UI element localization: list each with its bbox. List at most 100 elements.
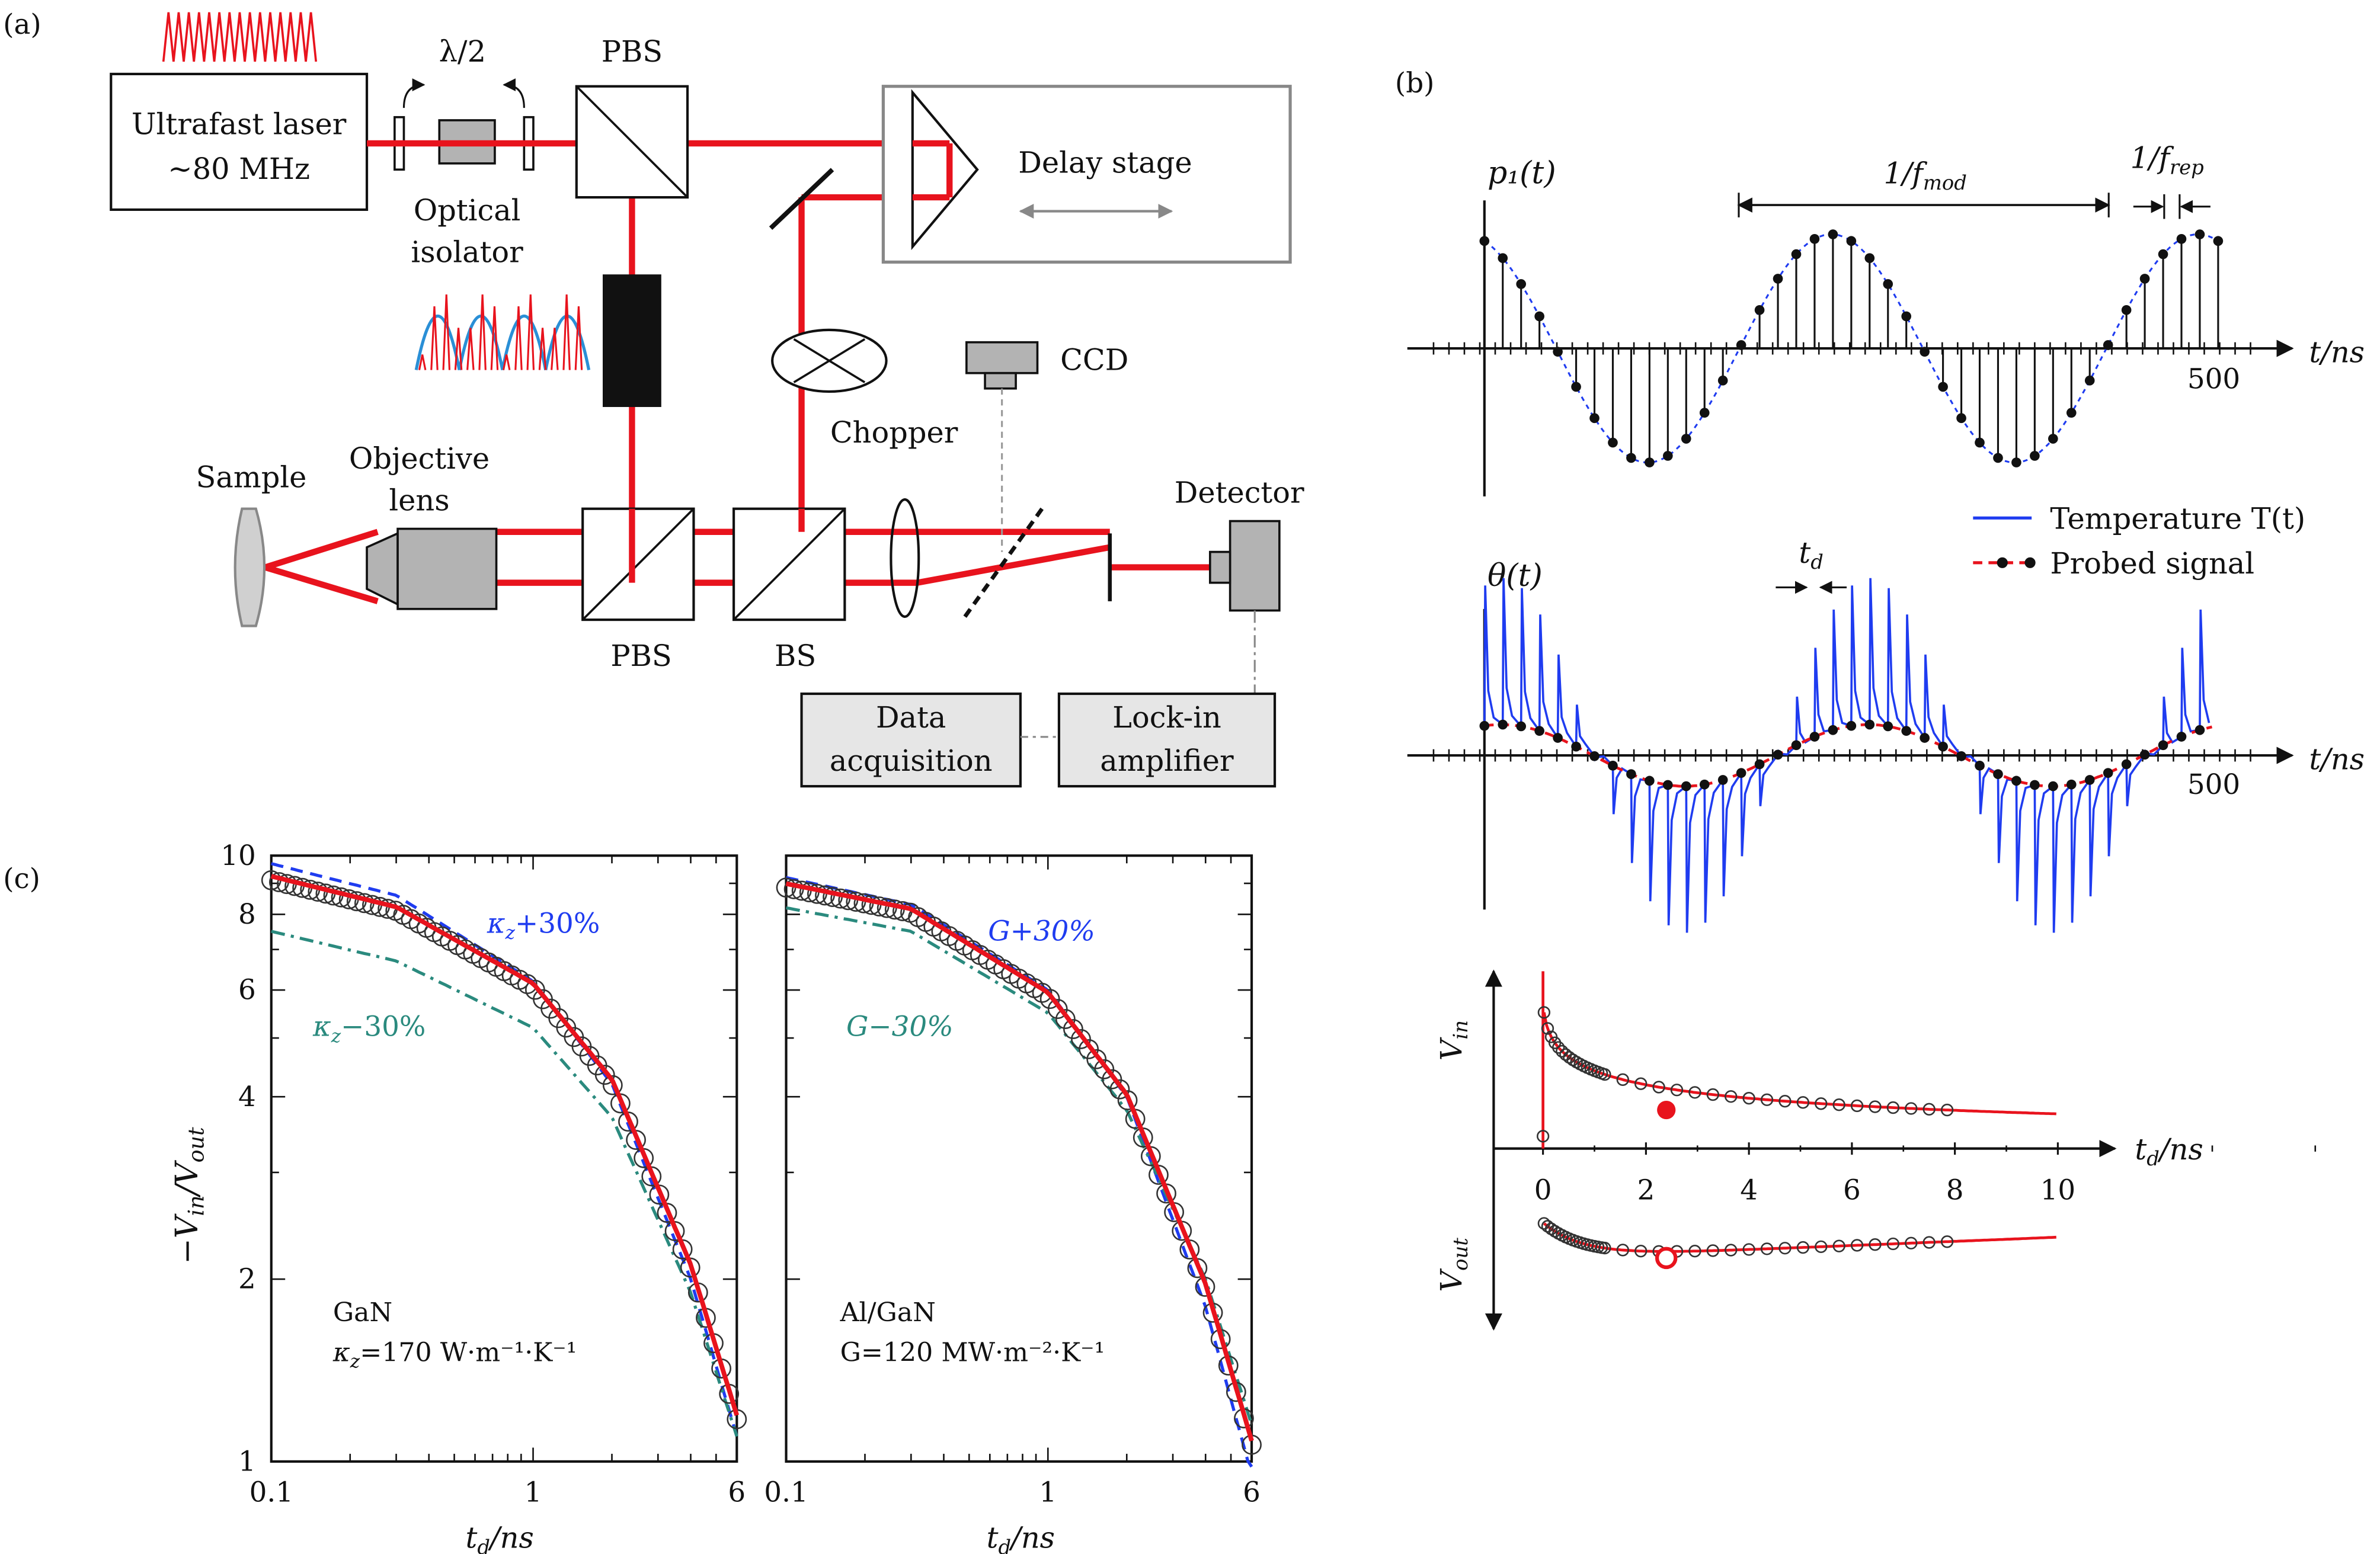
vin-point — [1670, 1084, 1684, 1097]
c-fit-curve — [785, 881, 1254, 1442]
probe-dot — [1589, 751, 1600, 761]
pickoff-mirror — [963, 507, 1044, 618]
vin-point — [1634, 1077, 1648, 1090]
probe-dot — [2030, 780, 2040, 790]
vout-point — [1850, 1239, 1864, 1252]
daq-box — [800, 692, 1022, 788]
p1-stem-dot — [1608, 437, 1618, 448]
c-fit-curve — [270, 874, 740, 1416]
vout-point — [1922, 1236, 1936, 1249]
v-td-axis-label: td/ns — [2135, 1132, 2203, 1170]
c-y-tick-label: 4 — [238, 1081, 256, 1113]
probe-dot — [1809, 732, 1820, 742]
probe-dot — [1791, 740, 1802, 751]
probe-dot — [1571, 741, 1581, 752]
c-left-param: κz=170 W·m⁻¹·K⁻¹ — [332, 1338, 577, 1372]
vin-point — [1541, 1022, 1554, 1035]
p1-stem-dot — [1754, 305, 1765, 315]
c-plus30-curve — [271, 862, 738, 1437]
c-x-tick-label: 1 — [524, 1477, 542, 1509]
focusing-lens — [890, 498, 920, 618]
p1-stem-dot — [2195, 229, 2205, 239]
c-x-tick-label: 6 — [728, 1477, 746, 1509]
chopper-label: Chopper — [830, 415, 958, 450]
frep-label: 1/frep — [2131, 141, 2204, 179]
probe-dot — [1920, 733, 1930, 743]
p1-stem-dot — [1883, 279, 1893, 289]
c-data-point — [1032, 982, 1053, 1003]
vout-point — [1940, 1235, 1954, 1248]
vout-point — [1688, 1245, 1701, 1258]
vout-point — [1905, 1236, 1918, 1249]
vout-point — [1796, 1241, 1810, 1254]
c-left-material: GaN — [333, 1297, 392, 1328]
p1-stem-dot — [1589, 413, 1600, 424]
vout-highlight-point — [1655, 1247, 1678, 1270]
probe-dot — [1534, 726, 1544, 736]
p1-stem-dot — [1956, 413, 1966, 424]
laser-box — [110, 72, 369, 211]
vin-point — [1922, 1103, 1936, 1116]
isolator-label-2: isolator — [411, 235, 523, 269]
p1-stem-dot — [1828, 229, 1838, 239]
p1-stem-dot — [1864, 253, 1875, 263]
panel-b: (b) p₁(t) t/ns 500 1/fmod 1/frep Tempera… — [1395, 68, 2365, 1331]
probe-dot — [1754, 759, 1765, 770]
detector-body — [1229, 520, 1281, 612]
vin-point — [1832, 1098, 1845, 1111]
p1-stem-dot — [1809, 233, 1820, 244]
p1-stem-dot — [1681, 434, 1691, 444]
ccd-label: CCD — [1060, 343, 1128, 377]
c-y-tick-label: 1 — [238, 1446, 256, 1478]
probe-dot — [1938, 741, 1948, 752]
pbs-top-label: PBS — [602, 34, 663, 69]
probe-dot — [2048, 781, 2058, 792]
vin-point — [1886, 1101, 1900, 1114]
vin-label: Vin — [1434, 1020, 1472, 1060]
p1-stem-dot — [2121, 305, 2132, 315]
probe-dot — [1956, 751, 1966, 761]
v-tick-label: 4 — [1740, 1174, 1758, 1206]
p1-stem-dot — [2158, 249, 2168, 259]
vin-point — [1616, 1073, 1629, 1086]
retroreflector — [911, 89, 979, 251]
sample-disk — [233, 507, 266, 627]
vin-point — [1652, 1081, 1665, 1094]
vin-point — [1536, 1130, 1550, 1143]
v-tick-label: 0 — [1534, 1174, 1552, 1206]
vout-point — [1832, 1239, 1845, 1252]
p1-stem-dot — [1626, 453, 1636, 463]
probe-dot — [1681, 781, 1691, 792]
half-wave-label: λ/2 — [439, 34, 486, 69]
c-data-point — [1102, 1069, 1122, 1090]
vout-point — [1537, 1217, 1551, 1230]
objective-label-2: lens — [389, 483, 449, 517]
probe-dot — [1773, 749, 1783, 760]
c-x-tick-label: 6 — [1243, 1477, 1261, 1509]
probe-dot — [1736, 768, 1746, 778]
vout-point — [1869, 1238, 1882, 1251]
ccd-camera — [965, 341, 1039, 374]
p1-stems — [1479, 229, 2224, 467]
p1-stem-dot — [1791, 249, 1802, 259]
c-left-kminus: κz−30% — [312, 1011, 426, 1047]
c-y-tick-label: 8 — [238, 899, 256, 931]
delay-stage-label: Delay stage — [1018, 145, 1192, 180]
vin-point — [1869, 1100, 1882, 1113]
c-data-point — [1086, 1049, 1107, 1069]
c-minus30-curve — [786, 906, 1253, 1425]
vin-point — [1552, 1041, 1565, 1054]
legend-temp-text: Temperature T(t) — [2050, 502, 2305, 536]
c-right-material: Al/GaN — [840, 1297, 936, 1328]
probe-dot — [2066, 779, 2077, 790]
probe-dot — [2121, 759, 2132, 770]
vin-data-points — [1536, 1006, 1954, 1143]
panel-b-label: (b) — [1395, 68, 1434, 100]
modulated-pulses — [418, 294, 583, 370]
pulse-train-path — [162, 12, 318, 62]
p1-stem-dot — [1920, 347, 1930, 357]
p1-stem-dot — [1553, 347, 1563, 357]
